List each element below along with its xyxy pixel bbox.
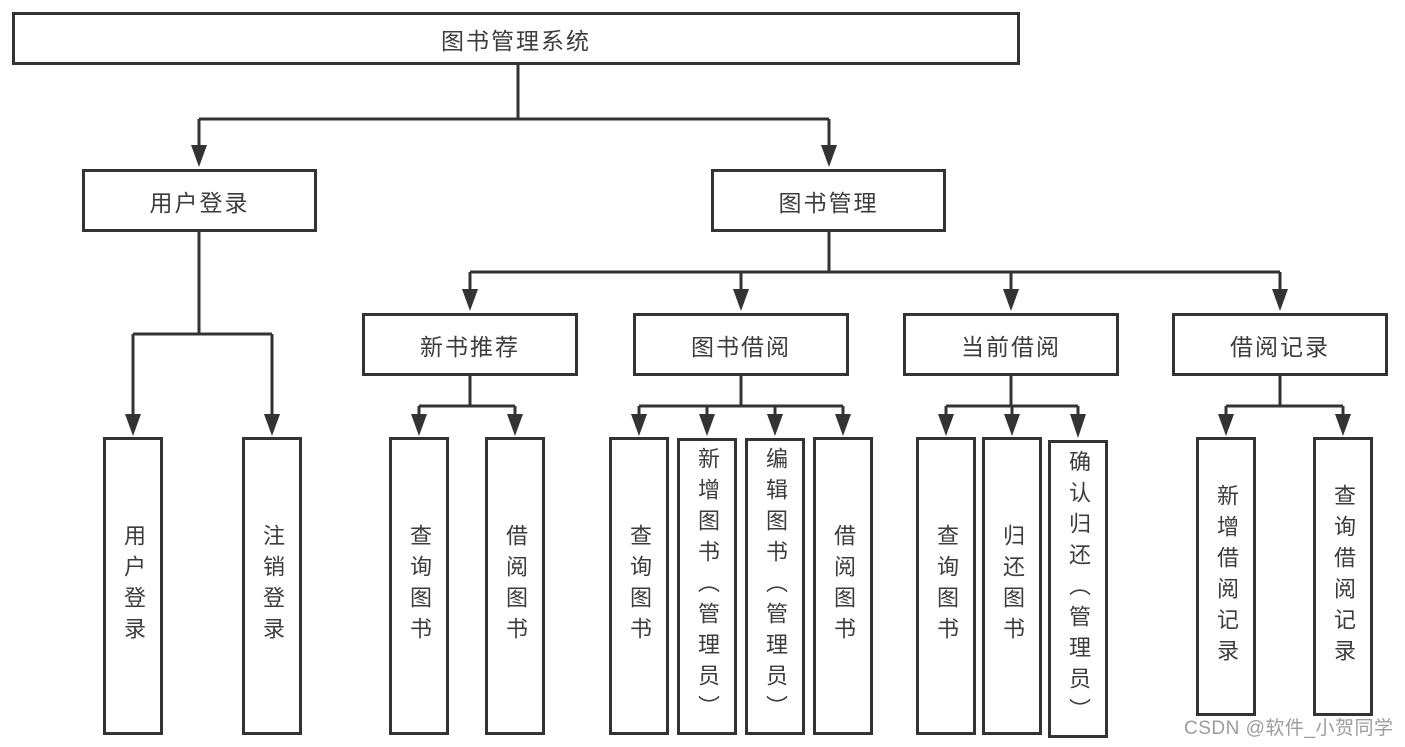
node-leaf-recommend-query-books: 查询图书 [389,437,449,735]
node-book-borrowing-label: 图书借阅 [691,333,791,360]
node-library-management-system-label: 图书管理系统 [441,27,591,54]
node-leaf-logout: 注销登录 [242,437,302,735]
node-leaf-records-query-record: 查询借阅记录 [1313,437,1373,716]
node-leaf-records-add-record-label: 新增借阅记录 [1214,483,1239,670]
node-leaf-user-login-label: 用户登录 [121,524,146,648]
node-library-management-system: 图书管理系统 [12,12,1020,65]
node-borrowing-records: 借阅记录 [1172,313,1388,376]
node-leaf-borrowing-borrow-books: 借阅图书 [813,437,873,735]
node-leaf-recommend-query-books-label: 查询图书 [407,524,432,648]
node-leaf-current-query-books-label: 查询图书 [934,524,959,648]
node-new-book-recommend-label: 新书推荐 [420,333,520,360]
node-leaf-recommend-borrow-books: 借阅图书 [485,437,545,735]
node-leaf-borrowing-add-books-label: 新增图书（管理员） [695,447,720,726]
node-leaf-current-return-books: 归还图书 [982,437,1042,735]
arrowhead-icons [125,145,1351,438]
node-leaf-recommend-borrow-books-label: 借阅图书 [503,524,528,648]
node-leaf-records-add-record: 新增借阅记录 [1196,437,1256,716]
node-leaf-borrowing-edit-books-label: 编辑图书（管理员） [763,447,788,726]
node-new-book-recommend: 新书推荐 [362,313,578,376]
node-leaf-current-query-books: 查询图书 [916,437,976,735]
node-leaf-borrowing-edit-books: 编辑图书（管理员） [745,438,805,735]
node-current-borrowing: 当前借阅 [903,313,1119,376]
node-leaf-borrowing-borrow-books-label: 借阅图书 [831,524,856,648]
node-leaf-user-login: 用户登录 [103,437,163,735]
node-leaf-borrowing-query-books-label: 查询图书 [627,524,652,648]
node-leaf-borrowing-add-books: 新增图书（管理员） [677,438,737,735]
node-leaf-borrowing-query-books: 查询图书 [609,437,669,735]
node-leaf-records-query-record-label: 查询借阅记录 [1331,483,1356,670]
node-user-login: 用户登录 [82,169,317,232]
node-book-borrowing: 图书借阅 [633,313,849,376]
node-leaf-current-return-books-label: 归还图书 [1000,524,1025,648]
csdn-watermark: CSDN @软件_小贺同学 [1184,718,1394,739]
node-leaf-current-confirm-return: 确认归还（管理员） [1048,440,1108,738]
node-leaf-current-confirm-return-label: 确认归还（管理员） [1066,449,1091,729]
node-book-management-label: 图书管理 [778,189,879,216]
node-current-borrowing-label: 当前借阅 [961,333,1061,360]
node-user-login-label: 用户登录 [149,189,250,216]
node-borrowing-records-label: 借阅记录 [1230,333,1330,360]
node-leaf-logout-label: 注销登录 [260,524,285,648]
node-book-management: 图书管理 [711,169,946,232]
